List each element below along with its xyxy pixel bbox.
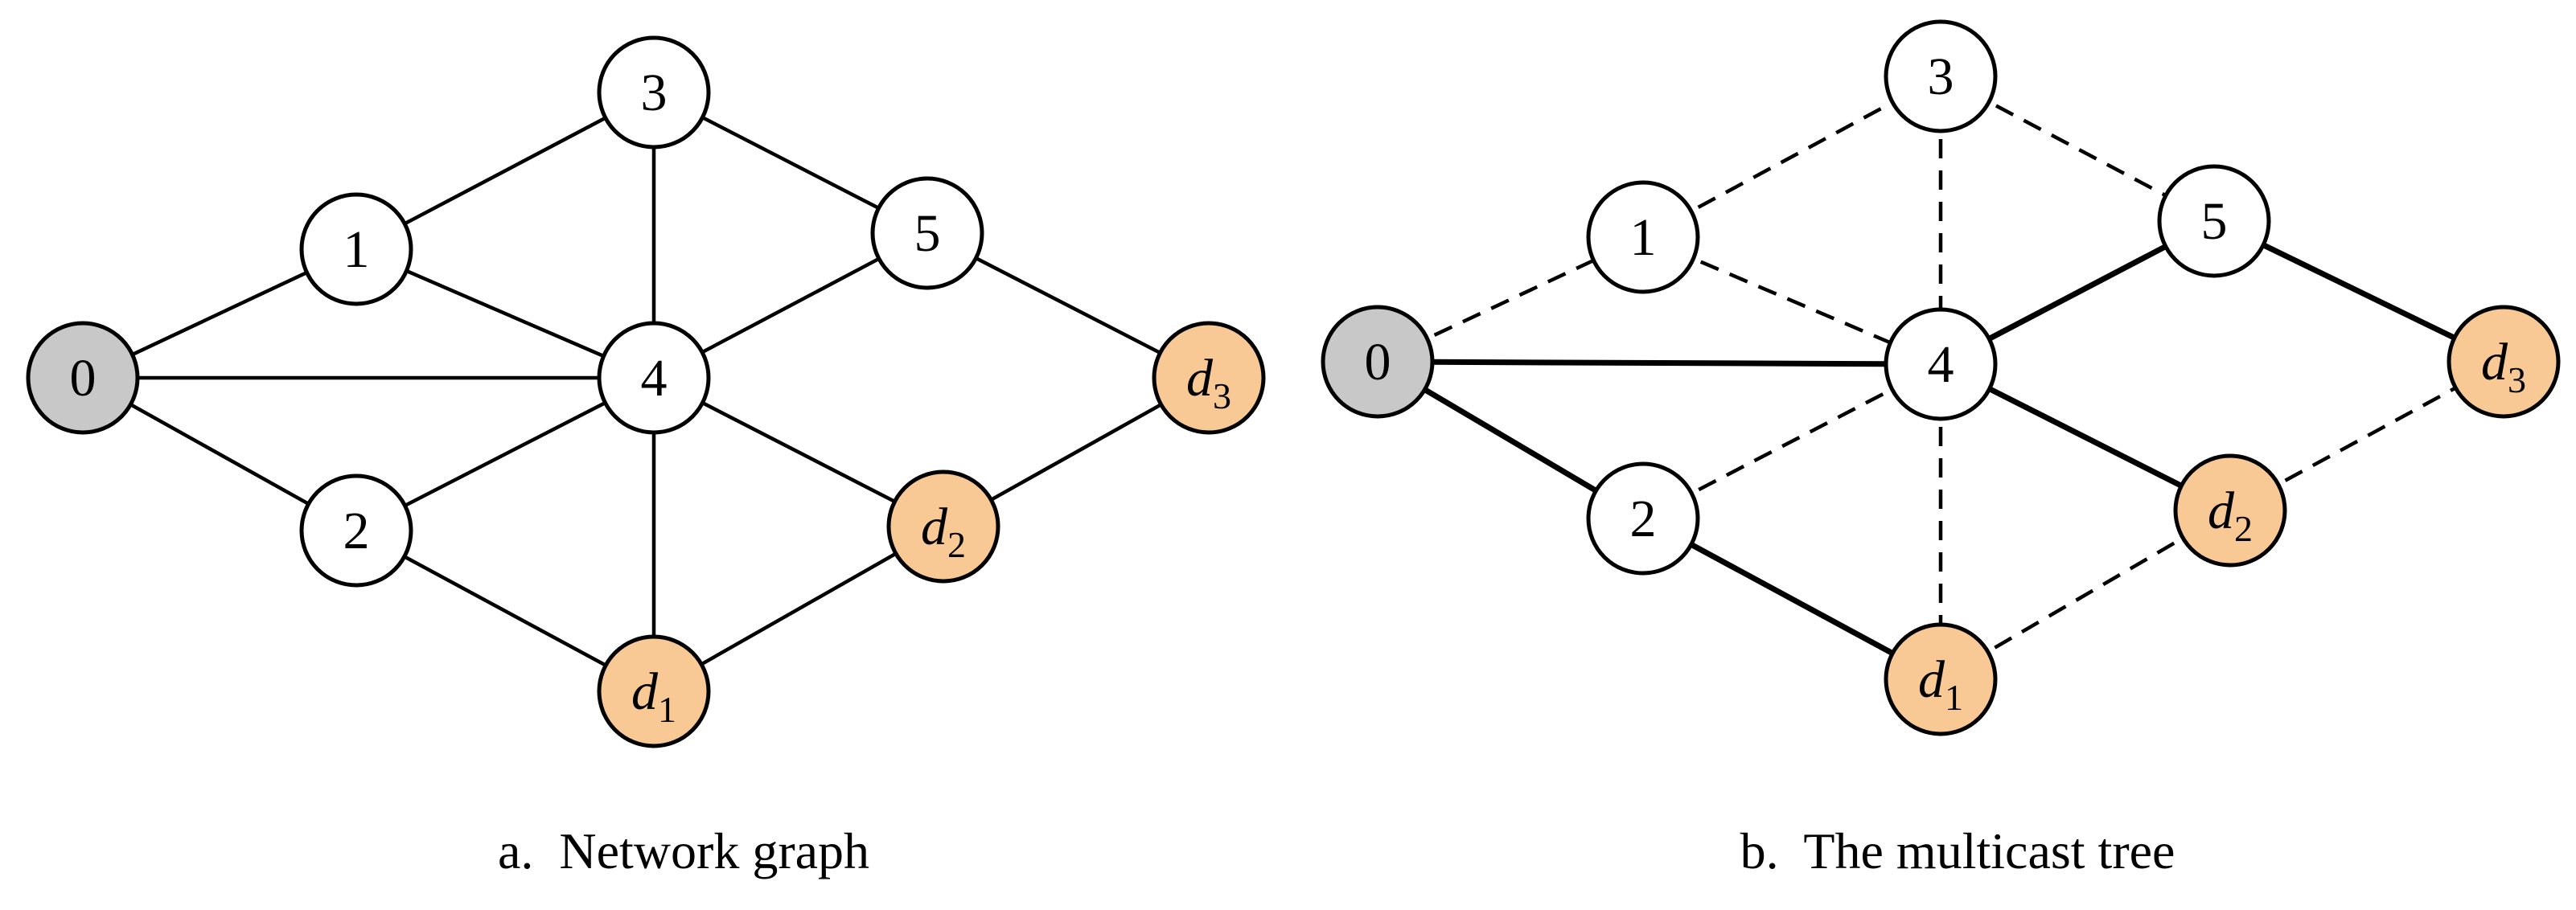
node-d2-subscript: 2 (2234, 508, 2253, 549)
node-3: 3 (597, 35, 711, 150)
node-2-circle (299, 473, 413, 588)
node-5-circle (2157, 164, 2271, 278)
node-3-circle (1884, 19, 1998, 133)
node-1: 1 (299, 192, 413, 306)
node-2-label: 2 (1630, 490, 1657, 548)
node-d1-circle (1884, 622, 1998, 736)
node-d2-label: d2 (2208, 482, 2253, 549)
node-d1-label: d1 (1918, 650, 1963, 718)
node-d1-subscript: 1 (1945, 677, 1963, 718)
node-d1: d1 (1884, 622, 1998, 736)
node-d3-label: d3 (2481, 333, 2526, 400)
node-d3-circle (1152, 321, 1266, 435)
node-2-label: 2 (343, 502, 370, 560)
panel-multicast-tree: 0 1 2 3 4 5 d1 d2 d3 (1321, 19, 2561, 736)
node-5-circle (870, 176, 984, 290)
node-d3-subscript: 3 (1213, 375, 1231, 416)
node-d3-label: d3 (1186, 349, 1231, 416)
node-d3: d3 (1152, 321, 1266, 435)
node-3: 3 (1884, 19, 1998, 133)
caption-multicast-tree: b. The multicast tree (1740, 822, 2175, 879)
node-4: 4 (1884, 307, 1998, 421)
node-d2: d2 (2173, 453, 2287, 568)
node-1-label: 1 (343, 220, 370, 279)
edge-2-4 (1641, 363, 1942, 520)
node-d2-subscript: 2 (947, 524, 966, 565)
node-1-circle (1586, 180, 1700, 294)
node-5-label: 5 (2201, 192, 2228, 251)
node-4-label: 4 (641, 349, 668, 408)
edge-1-3 (1641, 75, 1942, 239)
node-5: 5 (870, 176, 984, 290)
node-5-label: 5 (914, 204, 941, 263)
node-2: 2 (1586, 461, 1700, 576)
node-d1-circle (597, 634, 711, 748)
node-d2-circle (886, 469, 1000, 584)
node-d3: d3 (2447, 305, 2561, 419)
caption-network-graph: a. Network graph (498, 822, 869, 879)
node-0-circle (26, 321, 140, 435)
node-1: 1 (1586, 180, 1700, 294)
node-0-label: 0 (70, 349, 97, 408)
node-d3-circle (2447, 305, 2561, 419)
node-3-circle (597, 35, 711, 150)
node-4-circle (1884, 307, 1998, 421)
panel-network-graph: 0 1 2 3 4 5 d1 d2 d3 (26, 35, 1266, 748)
edge-d1-d2 (1939, 509, 2232, 681)
node-3-label: 3 (1928, 47, 1954, 106)
node-0-label: 0 (1365, 333, 1391, 391)
node-4-circle (597, 321, 711, 435)
edge-0-4 (1377, 359, 1941, 367)
node-0-circle (1321, 305, 1435, 419)
node-0: 0 (1321, 305, 1435, 419)
node-1-label: 1 (1630, 208, 1657, 267)
node-d3-subscript: 3 (2508, 359, 2526, 400)
node-5: 5 (2157, 164, 2271, 278)
node-d1-label: d1 (631, 662, 676, 730)
node-0: 0 (26, 321, 140, 435)
node-d1: d1 (597, 634, 711, 748)
node-d2: d2 (886, 469, 1000, 584)
node-2: 2 (299, 473, 413, 588)
node-1-circle (299, 192, 413, 306)
node-2-circle (1586, 461, 1700, 576)
node-4: 4 (597, 321, 711, 435)
node-4-label: 4 (1928, 335, 1954, 394)
node-d2-label: d2 (921, 498, 966, 565)
node-d2-circle (2173, 453, 2287, 568)
node-3-label: 3 (641, 64, 668, 122)
node-d1-subscript: 1 (658, 689, 676, 730)
